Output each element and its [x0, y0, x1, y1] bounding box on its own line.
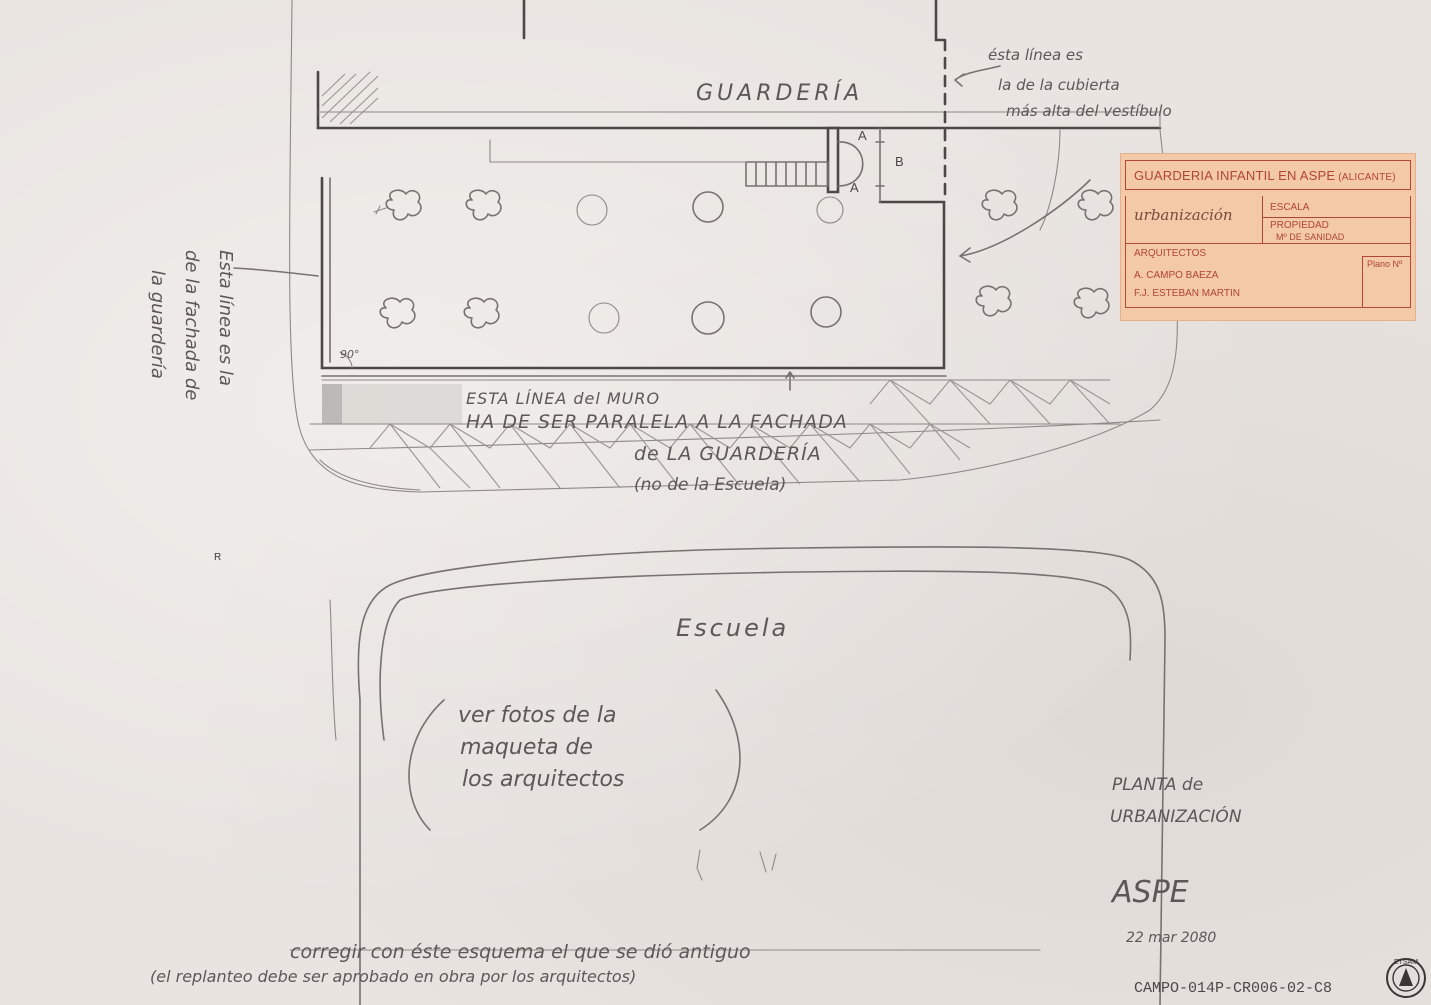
facade-note: Esta línea es la [215, 250, 236, 386]
escuela-label: Escuela [676, 614, 789, 642]
tree [975, 285, 1012, 317]
tree [1073, 287, 1110, 319]
date-label: 22 mar 2080 [1126, 930, 1216, 946]
tree [463, 297, 500, 329]
facade-arrow [233, 267, 319, 277]
angle-arc [339, 351, 353, 369]
seal-text: ETSAM [1394, 959, 1418, 966]
plot-boundary [289, 0, 1178, 493]
angle-label: 90° [340, 348, 360, 361]
label-b: B [895, 154, 904, 169]
escuela-inner-boundary [379, 570, 1132, 741]
playground-outline [320, 176, 946, 370]
tree-scribble [373, 205, 387, 215]
title-block: GUARDERIA INFANTIL EN ASPE(ALICANTE) urb… [1120, 153, 1416, 321]
project-title: GUARDERIA INFANTIL EN ASPE [1134, 168, 1336, 183]
escuela-outer-boundary [357, 546, 1166, 1005]
tree [465, 189, 502, 221]
tree [1077, 189, 1114, 221]
wall-arrow [785, 371, 795, 391]
wall-strip-lines [309, 379, 1161, 451]
upper-building-outline [522, 0, 946, 42]
archive-code: CAMPO-014P-CR006-02-C8 [1134, 980, 1332, 997]
tree [981, 189, 1018, 221]
tree [816, 196, 844, 224]
tree [692, 191, 724, 223]
title-block-architects-row: ARQUITECTOS A. CAMPO BAEZA F.J. ESTEBAN … [1125, 244, 1411, 308]
cubierta-note-line2: la de la cubierta [998, 76, 1120, 94]
tree [379, 297, 416, 329]
tree [385, 189, 422, 221]
corner-hatching [321, 71, 379, 125]
dimension-line [875, 127, 885, 203]
arquitectos-label: ARQUITECTOS [1134, 248, 1207, 259]
project-location: (ALICANTE) [1338, 172, 1396, 183]
title-block-divider [1262, 196, 1264, 243]
tree [691, 301, 725, 335]
facade-note-line3: la guardería [147, 270, 168, 379]
plano-box: Plano Nº [1362, 256, 1410, 307]
pencil-marks [696, 849, 777, 881]
stippled-strip [322, 384, 462, 424]
etsam-seal-icon: ETSAM [1386, 958, 1426, 998]
label-a-bottom: A [850, 180, 859, 195]
bottom-note-line1: corregir con éste esquema el que se dió … [290, 941, 751, 963]
playground-inner-line [321, 177, 947, 377]
wall-note-line2: HA DE SER PARALELA A LA FACHADA [466, 411, 848, 433]
tree [588, 302, 620, 334]
escuela-side-line [329, 599, 337, 741]
entrance-path-line [489, 139, 747, 163]
title-block-hline [1262, 217, 1410, 219]
diagonal-hatching [389, 379, 1111, 489]
cubierta-note-line3: más alta del vestíbulo [1006, 102, 1172, 120]
plan-title-line2: URBANIZACIÓN [1110, 805, 1242, 827]
boundary-inner-curve [1039, 129, 1061, 231]
plano-label: Plano Nº [1367, 259, 1403, 269]
note-left-paren [408, 699, 445, 831]
title-block-drawing-row: urbanización ESCALA PROPIEDAD Mº DE SANI… [1125, 196, 1411, 244]
propiedad-label: PROPIEDAD [1270, 220, 1329, 231]
escala-label: ESCALA [1270, 202, 1310, 213]
facade-note-line2: de la fachada de [181, 250, 202, 400]
entrance-steps [745, 161, 829, 187]
vestibule-arc [837, 141, 864, 187]
trees [379, 189, 1114, 335]
label-a-top: A [858, 128, 867, 143]
bottom-note-line2: (el replanteo debe ser aprobado en obra … [150, 967, 636, 986]
fotos-note-line2: maqueta de [460, 735, 593, 760]
facade-note-group-3: la guardería [147, 270, 168, 379]
tree [810, 296, 842, 328]
place-label: ASPE [1110, 875, 1189, 910]
zigzag-paving [369, 379, 1111, 449]
facade-note-line1: Esta línea es la [215, 250, 236, 386]
project-name: GUARDERIA INFANTIL EN ASPE(ALICANTE) [1134, 168, 1396, 183]
fotos-note-line3: los arquitectos [462, 767, 624, 792]
note-right-paren [699, 689, 741, 831]
propietario: Mº DE SANIDAD [1276, 232, 1345, 242]
cubierta-note-line1: ésta línea es [988, 46, 1083, 64]
arquitecto-1: A. CAMPO BAEZA [1134, 270, 1219, 281]
boundary-curve [319, 459, 421, 491]
facade-note-group-2: de la fachada de [181, 250, 202, 400]
drawing-name: urbanización [1134, 206, 1233, 224]
guarderia-wall-inner-line [317, 111, 1161, 129]
cubierta-arrow [954, 65, 1001, 87]
arquitecto-2: F.J. ESTEBAN MARTIN [1134, 288, 1240, 299]
wall-note-line3: de LA GUARDERÍA [634, 442, 822, 465]
small-r-mark: R [214, 552, 221, 563]
wall-note-line1: ESTA LÍNEA del MURO [466, 389, 660, 408]
fotos-note-line1: ver fotos de la [458, 703, 616, 728]
title-block-header: GUARDERIA INFANTIL EN ASPE(ALICANTE) [1125, 160, 1411, 190]
guarderia-label: GUARDERÍA [696, 80, 863, 106]
playground-arrow [959, 179, 1091, 263]
plan-title-line1: PLANTA de [1112, 775, 1203, 795]
wall-note-line4: (no de la Escuela) [634, 475, 786, 495]
vestibule-wall [826, 126, 840, 194]
tree [576, 194, 608, 226]
